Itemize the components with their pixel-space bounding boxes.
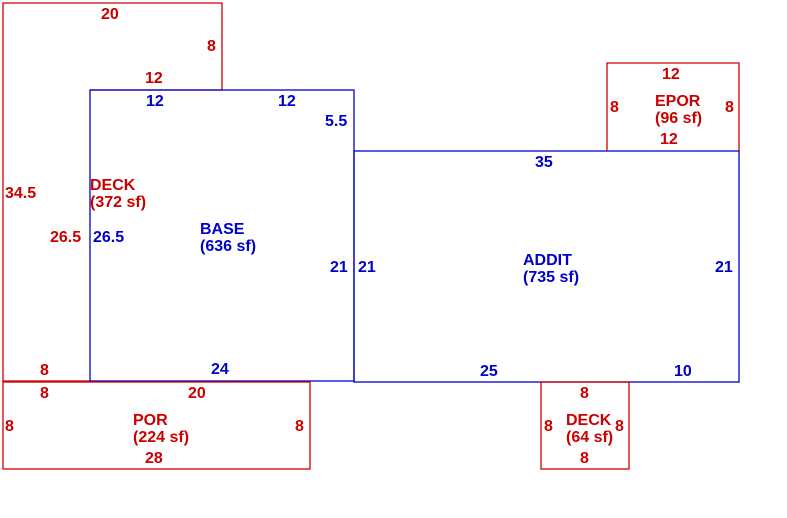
dim-deck-right-upper: 8 (207, 38, 216, 55)
base-area: (636 sf) (200, 238, 256, 255)
dim-addit-bottom-left: 25 (480, 363, 498, 380)
por-name: POR (133, 412, 168, 429)
dim-epor-right: 8 (725, 99, 734, 116)
dim-addit-left: 21 (358, 259, 376, 276)
dim-base-top-left: 12 (146, 93, 164, 110)
dim-deck-bottom: 8 (40, 362, 49, 379)
dim-base-right-upper: 5.5 (325, 113, 347, 130)
por-area: (224 sf) (133, 429, 189, 446)
dim-deck-inner-right: 26.5 (50, 229, 81, 246)
deck-main-name: DECK (90, 177, 136, 194)
dim-deck-small-right: 8 (615, 418, 624, 435)
dim-deck-small-left: 8 (544, 418, 553, 435)
addit-name: ADDIT (523, 252, 572, 269)
dim-deck-small-top: 8 (580, 385, 589, 402)
dim-base-bottom: 24 (211, 361, 229, 378)
dim-addit-top: 35 (535, 154, 553, 171)
dim-base-left: 26.5 (93, 229, 124, 246)
addit-area: (735 sf) (523, 269, 579, 286)
dim-por-bottom: 28 (145, 450, 163, 467)
por-outline (2, 381, 311, 470)
epor-outline (606, 62, 740, 151)
dim-deck-inner-top: 12 (145, 70, 163, 87)
dim-base-top-right: 12 (278, 93, 296, 110)
dim-por-top: 20 (188, 385, 206, 402)
dim-epor-top: 12 (662, 66, 680, 83)
dim-addit-bottom-right: 10 (674, 363, 692, 380)
dim-epor-bottom: 12 (660, 131, 678, 148)
base-name: BASE (200, 221, 245, 238)
dim-por-top-left: 8 (40, 385, 49, 402)
deck-small-outline (540, 381, 630, 470)
deck-main-area: (372 sf) (90, 194, 146, 211)
dim-addit-right: 21 (715, 259, 733, 276)
dim-base-right: 21 (330, 259, 348, 276)
dim-deck-left: 34.5 (5, 185, 36, 202)
deck-small-name: DECK (566, 412, 612, 429)
dim-por-right: 8 (295, 418, 304, 435)
dim-por-left: 8 (5, 418, 14, 435)
dim-epor-left: 8 (610, 99, 619, 116)
epor-name: EPOR (655, 93, 701, 110)
dim-deck-top: 20 (101, 6, 119, 23)
dim-deck-small-bottom: 8 (580, 450, 589, 467)
epor-area: (96 sf) (655, 110, 702, 127)
deck-small-area: (64 sf) (566, 429, 613, 446)
